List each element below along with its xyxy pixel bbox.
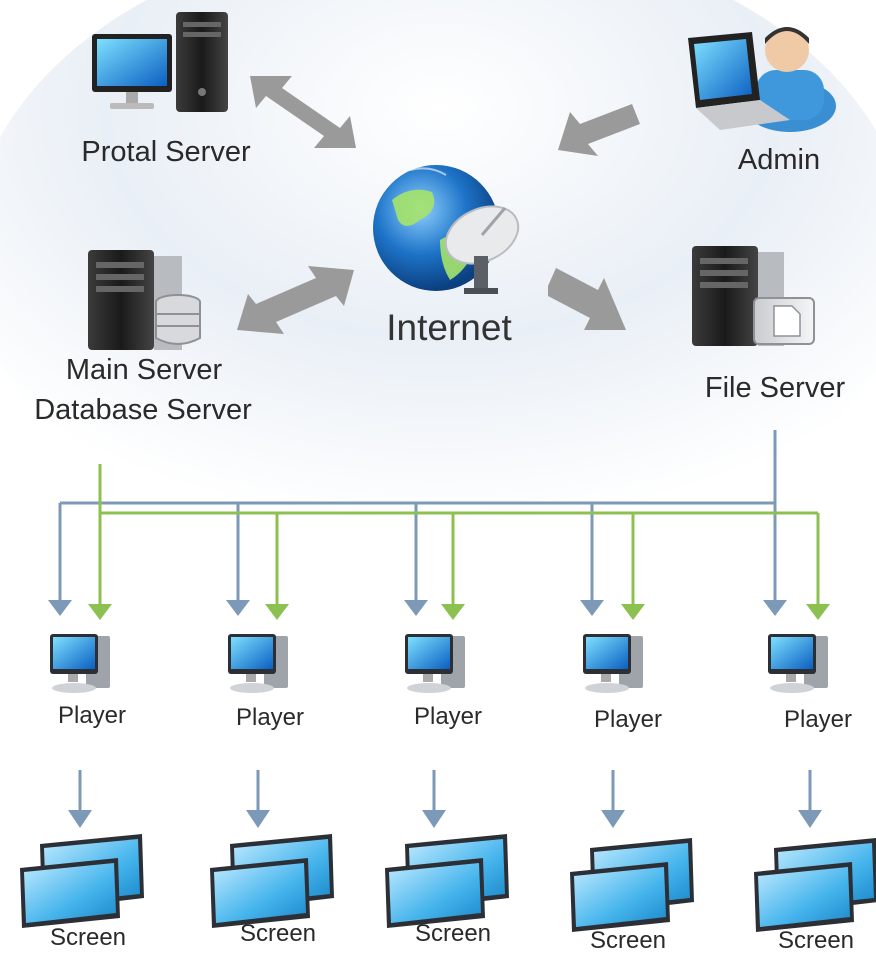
internet-file-arrow [548,268,626,330]
server-database-icon [88,250,201,350]
player-computer-icon [50,634,110,693]
player-label: Player [235,704,305,731]
player-label: Player [593,706,663,733]
double-screen-icon [754,838,876,932]
main-server-label: Main Server [65,354,223,386]
player-computer-icon [405,634,465,693]
globe-satellite-icon [373,165,520,294]
admin-internet-arrow [558,104,640,156]
admin-laptop-icon [688,27,836,132]
screen-label: Screen [414,920,492,947]
distribution-lines [58,430,820,604]
player-computer-icon [228,634,288,693]
screen-label: Screen [239,920,317,947]
player-screen-arrowheads [68,810,822,828]
player-label: Player [783,706,853,733]
internet-label: Internet [386,307,512,348]
admin-label: Admin [737,144,821,176]
file-server-label: File Server [704,372,846,404]
double-screen-icon [20,834,144,928]
main-internet-arrow [237,266,354,334]
portal-server-label: Protal Server [81,136,251,168]
player-screen-arrows [78,770,812,812]
file-server-distribution-line [58,430,777,602]
internet-connection-arrows [237,76,640,334]
main-server-distribution-line [98,464,820,604]
screen-label: Screen [49,924,127,951]
double-screen-icon [210,834,334,928]
player-computer-icon [768,634,828,693]
distribution-arrowheads [48,600,830,620]
database-server-label: Database Server [34,394,252,426]
player-label: Player [57,702,127,729]
screen-label: Screen [589,927,667,954]
screen-label: Screen [777,927,855,954]
player-label: Player [413,703,483,730]
portal-internet-arrow [250,76,356,148]
double-screen-icon [570,838,694,932]
desktop-computer-icon [92,12,228,112]
file-server-icon [692,246,815,346]
player-computer-icon [583,634,643,693]
double-screen-icon [385,834,509,928]
